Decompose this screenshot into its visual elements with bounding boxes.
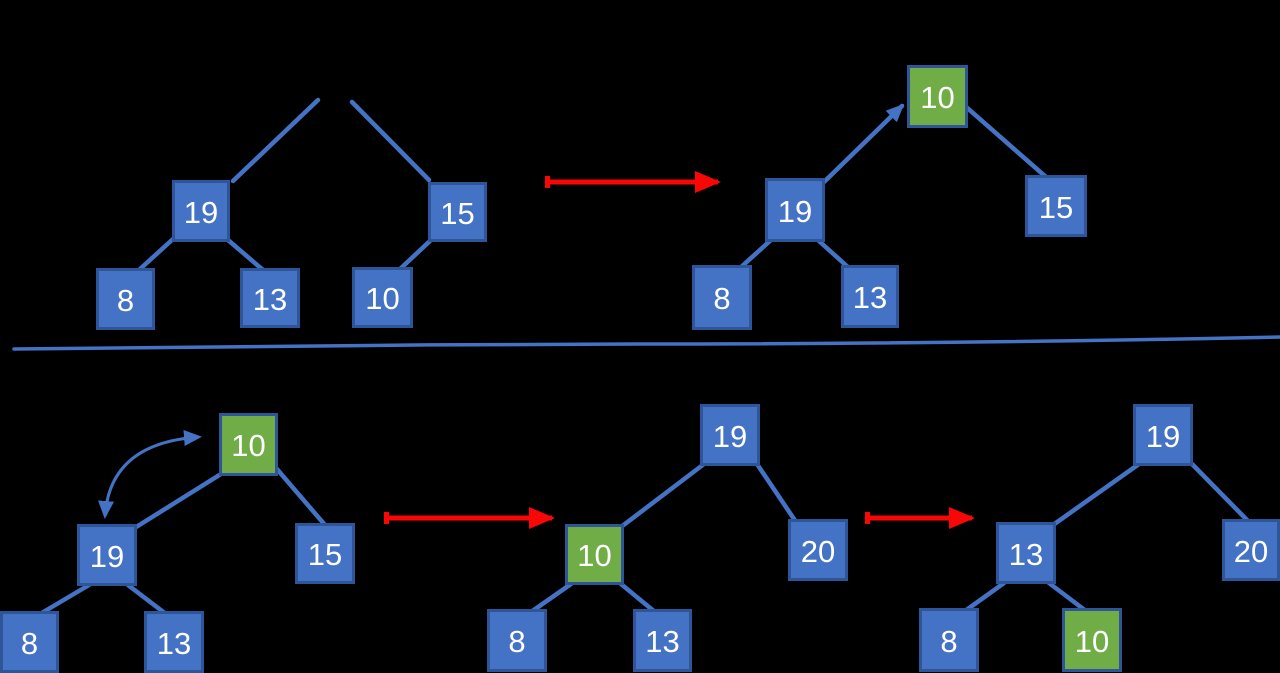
tree-edges-group (37, 97, 1251, 617)
tree-node-bl-13: 13 (144, 611, 204, 673)
tree-node-br-13: 13 (996, 522, 1056, 584)
tree-node-tr-8: 8 (692, 265, 752, 330)
node-label-br-10: 10 (1074, 623, 1110, 659)
node-label-br-8: 8 (940, 623, 958, 659)
tree-edge-tl-15-10 (396, 237, 434, 273)
tree-edge-tr-10-15 (962, 103, 1049, 180)
tree-node-tr-15: 15 (1025, 175, 1087, 237)
tree-edge-tl-19-13 (225, 237, 266, 273)
tree-node-bm-20: 20 (788, 519, 848, 581)
step-arrow-bottom-left-tail-cap (384, 512, 389, 524)
tree-edge-tl-apex-right (349, 99, 432, 183)
tree-node-tr-19: 19 (765, 178, 825, 242)
tree-edge-tr-19-13 (816, 238, 852, 271)
node-label-tl-10: 10 (365, 281, 400, 316)
node-label-tr-10: 10 (920, 80, 955, 115)
tree-node-bl-8: 8 (0, 611, 59, 673)
tree-edge-tl-apex-left (230, 97, 321, 184)
tree-edge-bl-10-19 (130, 471, 224, 532)
tree-edge-bl-19-13 (125, 582, 169, 617)
node-label-tl-15: 15 (440, 195, 475, 231)
node-label-bm-10: 10 (577, 538, 612, 573)
tree-edge-br-19-13 (1050, 461, 1142, 528)
node-label-tr-15: 15 (1038, 189, 1074, 225)
tree-node-bl-15: 15 (295, 523, 355, 584)
swap-arrow-10-19 (98, 430, 202, 519)
tree-edge-tl-19-8 (136, 236, 176, 273)
node-label-tr-8: 8 (713, 281, 731, 316)
tree-node-tl-10: 10 (352, 267, 413, 328)
tree-node-tl-15: 15 (428, 182, 487, 242)
node-label-br-20: 20 (1233, 533, 1269, 569)
tree-edge-bm-10-8 (528, 581, 574, 615)
tree-node-tr-10: 10 (907, 65, 968, 128)
tree-node-bm-19: 19 (700, 404, 760, 466)
tree-node-bl-19: 19 (77, 524, 137, 586)
tree-edge-br-19-20 (1189, 461, 1251, 524)
node-label-tl-13: 13 (252, 281, 288, 317)
node-label-bl-19: 19 (89, 538, 125, 574)
tree-edge-bl-10-15 (273, 465, 328, 528)
tree-edge-bm-10-13 (618, 581, 658, 615)
node-label-bl-8: 8 (20, 625, 39, 661)
node-label-tl-8: 8 (116, 282, 135, 318)
tree-node-tr-13: 13 (841, 265, 899, 328)
node-label-tr-19: 19 (777, 193, 813, 229)
node-label-bl-13: 13 (156, 625, 192, 661)
tree-node-tl-8: 8 (96, 268, 155, 330)
node-label-bl-15: 15 (307, 537, 343, 572)
tree-node-bm-8: 8 (487, 609, 547, 672)
node-label-bm-13: 13 (645, 624, 680, 659)
tree-edge-bl-19-8 (37, 582, 92, 617)
step-arrow-bottom-right-tail-cap (865, 512, 870, 524)
node-label-tl-19: 19 (183, 194, 219, 230)
node-label-bm-20: 20 (800, 533, 836, 569)
tree-node-br-19: 19 (1133, 404, 1193, 466)
node-label-bm-8: 8 (508, 624, 526, 659)
tree-node-tl-13: 13 (240, 268, 300, 328)
tree-edge-br-13-8 (962, 580, 1007, 614)
tree-node-bm-13: 13 (633, 609, 692, 672)
tree-edge-tr-19-8 (737, 237, 774, 271)
tree-node-br-10: 10 (1062, 608, 1122, 672)
tree-node-br-8: 8 (919, 608, 979, 672)
node-label-br-13: 13 (1008, 536, 1044, 572)
tree-node-bm-10: 10 (565, 524, 624, 585)
node-label-br-19: 19 (1145, 418, 1181, 454)
tree-node-br-20: 20 (1222, 519, 1280, 581)
tree-edge-br-13-10 (1046, 580, 1089, 614)
tree-node-tl-19: 19 (172, 180, 230, 242)
node-label-bl-10: 10 (231, 428, 266, 463)
node-label-bm-19: 19 (712, 418, 748, 454)
tree-edge-bm-19-20 (754, 461, 799, 525)
node-label-tr-13: 13 (852, 280, 888, 315)
section-divider (12, 335, 1280, 351)
tree-edge-bm-19-10 (618, 461, 707, 530)
tree-edge-tr-19-10 (821, 103, 905, 185)
step-arrow-top-tail-cap (545, 176, 550, 188)
annotations-group (12, 171, 1280, 529)
tree-node-bl-10: 10 (219, 413, 278, 476)
